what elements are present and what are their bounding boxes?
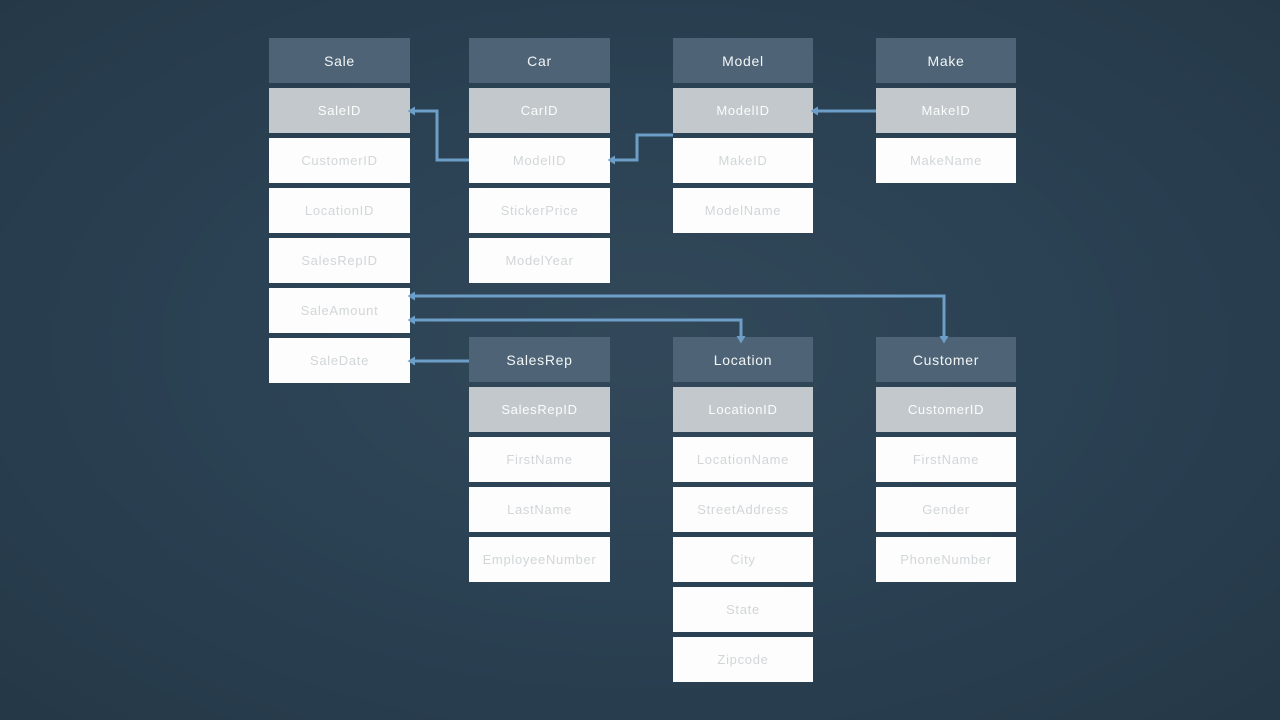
field-cell: LocationID [269, 188, 410, 233]
primary-key-cell: CarID [469, 88, 610, 133]
field-cell: FirstName [469, 437, 610, 482]
field-cell: City [673, 537, 813, 582]
field-cell: Gender [876, 487, 1016, 532]
field-cell: FirstName [876, 437, 1016, 482]
primary-key-cell: CustomerID [876, 387, 1016, 432]
field-cell: SaleDate [269, 338, 410, 383]
table-title-sale: Sale [269, 38, 410, 83]
connector-sale-car [410, 109, 469, 162]
field-cell: StreetAddress [673, 487, 813, 532]
field-cell: ModelName [673, 188, 813, 233]
field-cell: CustomerID [269, 138, 410, 183]
field-cell: SaleAmount [269, 288, 410, 333]
table-title-car: Car [469, 38, 610, 83]
primary-key-cell: ModelID [673, 88, 813, 133]
table-title-location: Location [673, 337, 813, 382]
table-title-make: Make [876, 38, 1016, 83]
field-cell: SalesRepID [269, 238, 410, 283]
field-cell: State [673, 587, 813, 632]
field-cell: PhoneNumber [876, 537, 1016, 582]
primary-key-cell: LocationID [673, 387, 813, 432]
primary-key-cell: SaleID [269, 88, 410, 133]
field-cell: LocationName [673, 437, 813, 482]
field-cell: MakeID [673, 138, 813, 183]
table-title-model: Model [673, 38, 813, 83]
field-cell: MakeName [876, 138, 1016, 183]
field-cell: LastName [469, 487, 610, 532]
primary-key-cell: MakeID [876, 88, 1016, 133]
field-cell: Zipcode [673, 637, 813, 682]
primary-key-cell: SalesRepID [469, 387, 610, 432]
field-cell: EmployeeNumber [469, 537, 610, 582]
field-cell: ModelID [469, 138, 610, 183]
table-title-salesrep: SalesRep [469, 337, 610, 382]
connector-car-model [610, 133, 673, 162]
table-title-customer: Customer [876, 337, 1016, 382]
field-cell: StickerPrice [469, 188, 610, 233]
connector-sale-customer [410, 294, 946, 341]
field-cell: ModelYear [469, 238, 610, 283]
